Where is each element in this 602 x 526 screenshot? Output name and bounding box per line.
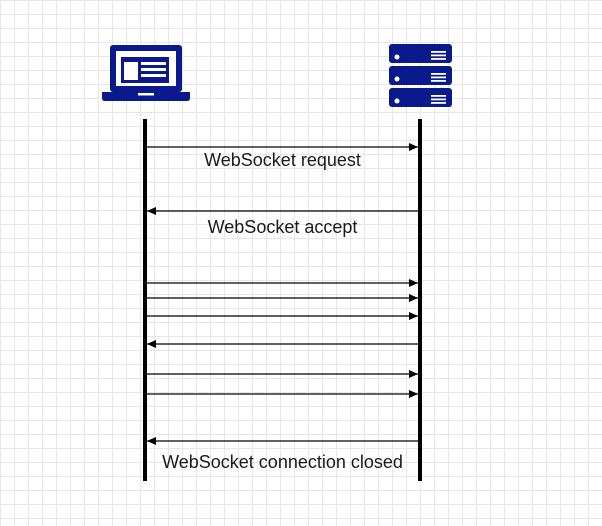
message-label-request: WebSocket request <box>204 150 361 170</box>
message-label-accept: WebSocket accept <box>207 217 358 237</box>
message-label-closed: WebSocket connection closed <box>162 452 403 472</box>
laptop-icon <box>102 45 190 101</box>
server-rack-icon <box>389 44 452 107</box>
